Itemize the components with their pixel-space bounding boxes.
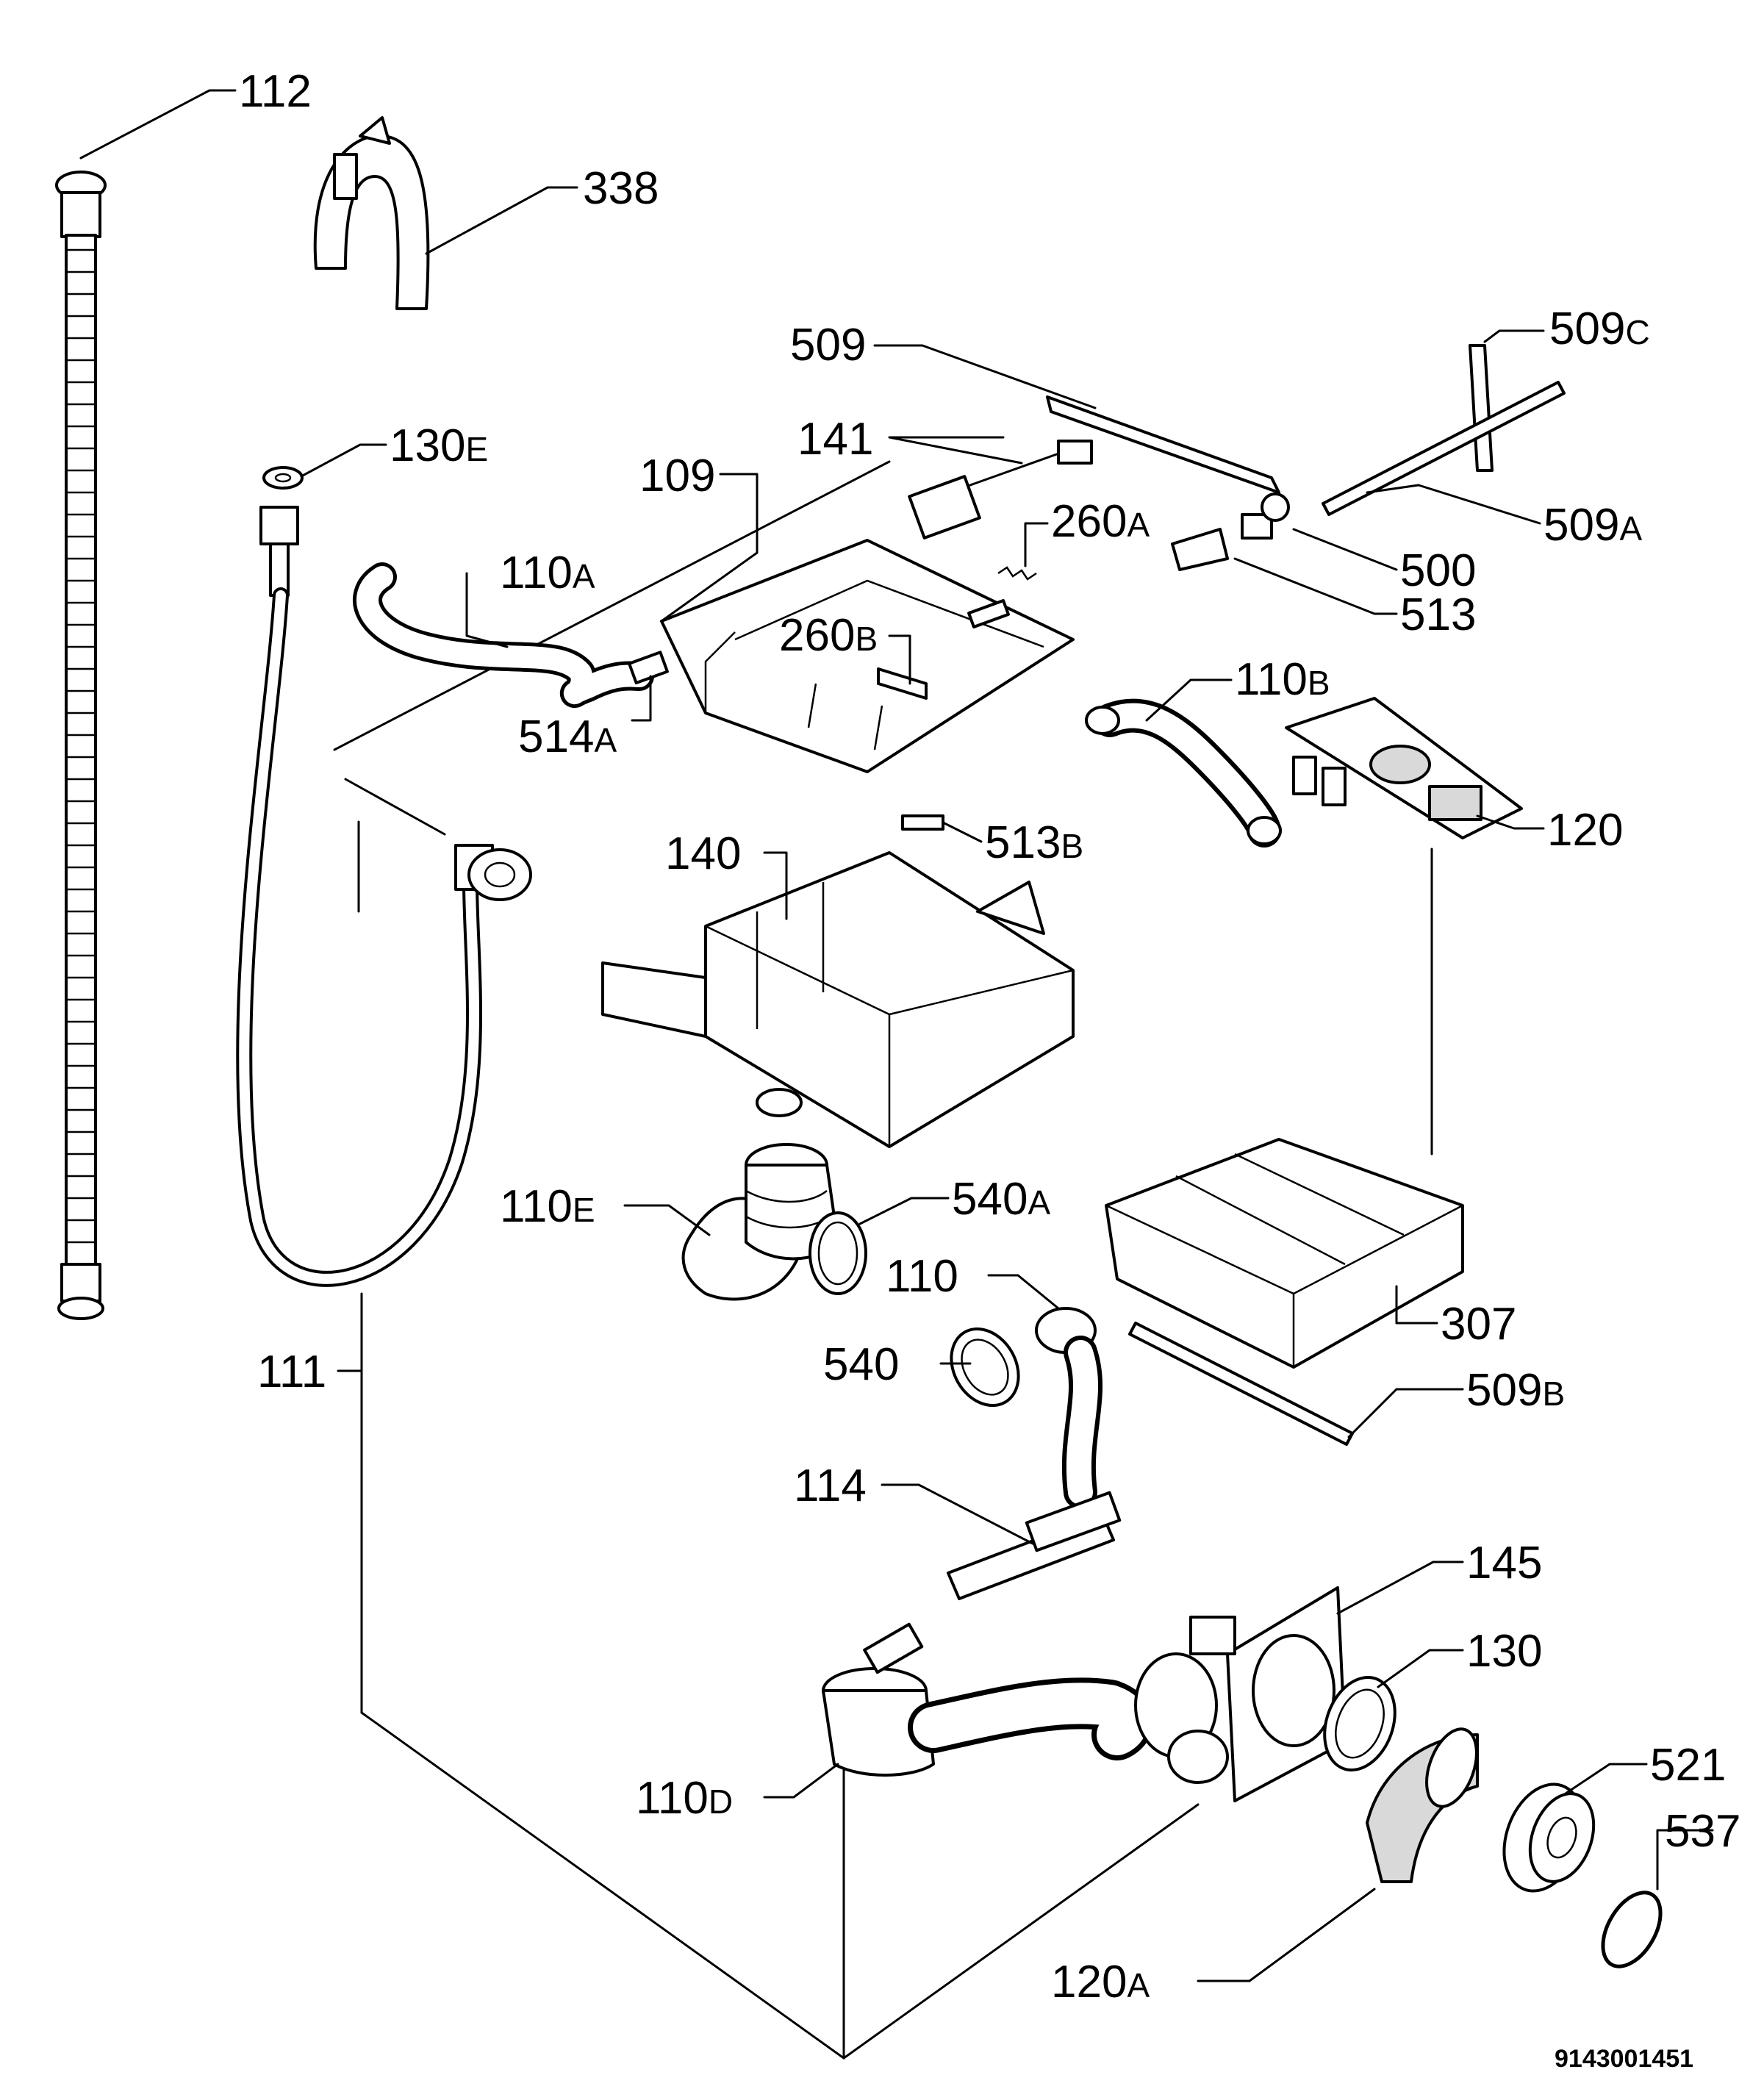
label-509b: 509B	[1466, 1365, 1565, 1416]
label-509a: 509A	[1544, 500, 1642, 551]
label-111: 111	[257, 1347, 326, 1397]
part-110e-sump-hose	[681, 1143, 839, 1301]
part-114-tube	[947, 1491, 1122, 1600]
label-307: 307	[1441, 1299, 1516, 1350]
part-120a-filter	[1366, 1727, 1479, 1883]
label-109: 109	[639, 451, 715, 501]
label-509c: 509C	[1549, 304, 1650, 354]
part-130e-washer	[262, 466, 304, 490]
label-145: 145	[1466, 1538, 1542, 1588]
label-537: 537	[1665, 1806, 1740, 1857]
label-514a: 514A	[518, 712, 617, 762]
part-513-bracket	[1171, 528, 1229, 571]
label-141: 141	[797, 414, 873, 465]
label-110b: 110B	[1235, 654, 1330, 705]
part-513b-clip	[901, 814, 944, 831]
part-130-seal	[1323, 1676, 1396, 1771]
label-130e: 130E	[390, 420, 488, 471]
label-130: 130	[1466, 1626, 1542, 1677]
callout-labels: 112 338 509 509C 130E 141 109 260A 509A …	[239, 66, 1740, 2007]
label-521: 521	[1650, 1740, 1726, 1791]
part-509a-rod	[1322, 381, 1566, 516]
part-109-dispenser-frame	[660, 539, 1075, 773]
label-540: 540	[823, 1339, 899, 1390]
part-509-lever	[1046, 395, 1280, 494]
part-110b-hose	[1085, 698, 1282, 848]
part-540-clamp	[950, 1327, 1020, 1408]
label-540a: 540A	[952, 1174, 1050, 1225]
part-145-pump-housing	[1134, 1586, 1347, 1802]
part-140-dispenser-housing	[601, 851, 1075, 1148]
label-112: 112	[239, 66, 312, 117]
part-111-inlet-hose	[236, 506, 532, 1287]
label-338: 338	[583, 163, 659, 214]
part-509c-clip	[1469, 344, 1494, 472]
part-260a-spring	[997, 566, 1037, 581]
part-110a-hose	[353, 562, 654, 709]
part-537-o-ring	[1601, 1891, 1663, 1968]
label-120: 120	[1547, 805, 1623, 856]
label-509: 509	[790, 320, 866, 370]
part-110d-pump-hose	[822, 1622, 1153, 1777]
part-540a-clamp	[808, 1211, 867, 1295]
label-110d: 110D	[636, 1773, 733, 1824]
label-120a: 120A	[1051, 1957, 1150, 2007]
part-521-pump-cover	[1502, 1782, 1596, 1893]
label-260a: 260A	[1051, 496, 1150, 547]
part-112-corrugated-hose	[55, 171, 107, 1320]
part-338-hose-guide	[313, 116, 430, 310]
label-110: 110	[886, 1251, 958, 1302]
reference-number: 9143001451	[1555, 2045, 1693, 2073]
label-513b: 513B	[985, 817, 1083, 868]
label-110a: 110A	[500, 548, 595, 598]
cabinet-outline	[333, 460, 1433, 2060]
part-514a-connector	[628, 651, 669, 685]
label-513: 513	[1400, 590, 1476, 640]
label-114: 114	[794, 1461, 867, 1511]
leader-lines	[79, 89, 1714, 1982]
label-110e: 110E	[500, 1181, 595, 1232]
part-509b-rod	[1128, 1322, 1354, 1446]
part-141-valve	[908, 440, 1093, 540]
label-500: 500	[1400, 545, 1476, 596]
part-500-valve-part	[1241, 492, 1290, 540]
part-307-detergent-drawer	[1105, 1138, 1464, 1369]
part-110-hose	[1035, 1307, 1103, 1509]
label-260b: 260B	[779, 610, 878, 661]
part-120-dispenser-cover	[1285, 697, 1523, 839]
label-140: 140	[665, 828, 741, 879]
